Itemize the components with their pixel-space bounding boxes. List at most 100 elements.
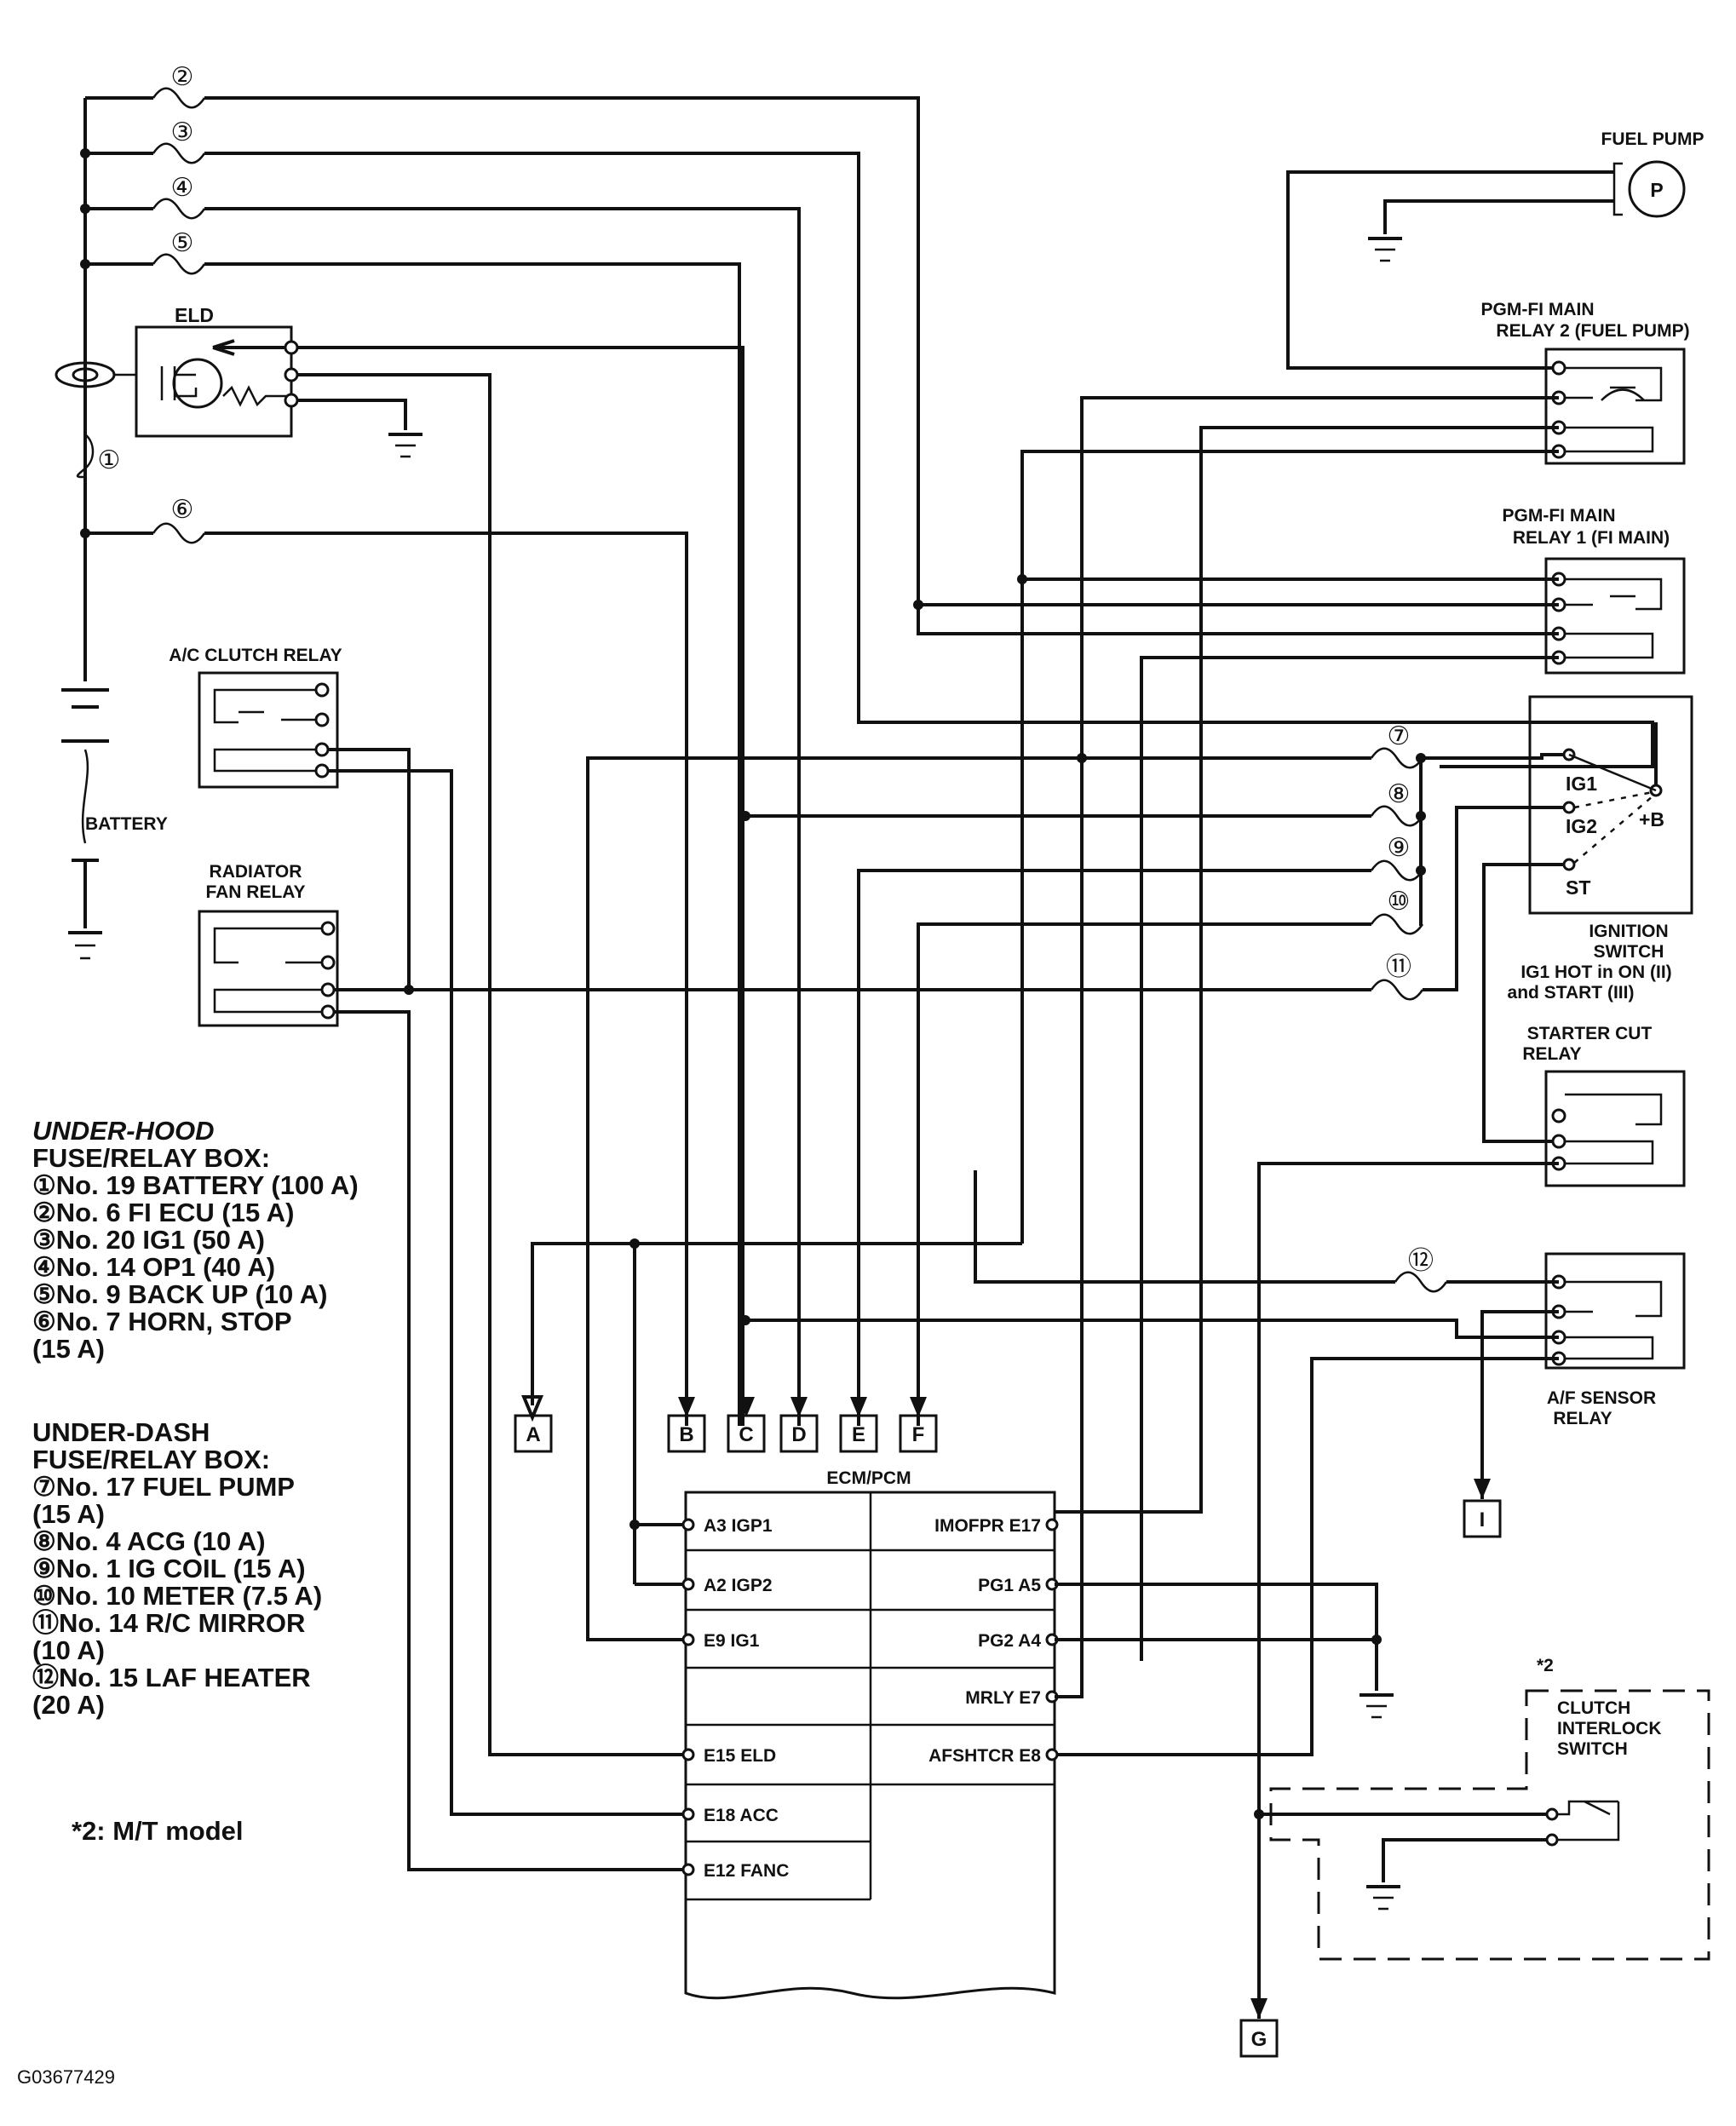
main-relay-1-line2: RELAY 1 (FI MAIN) [1513, 528, 1670, 548]
ecm-pin-mrly-e7: MRLY E7 [965, 1688, 1041, 1708]
ecm-pin-pg1-a5: PG1 A5 [978, 1576, 1041, 1595]
legend-ud-title2: FUSE/RELAY BOX: [32, 1445, 270, 1474]
main-relay-2: PGM-FI MAIN RELAY 2 (FUEL PUMP) [1020, 300, 1690, 1514]
legend-ud-item: (20 A) [32, 1690, 105, 1720]
ecm-pin-a3-igp1: A3 IGP1 [704, 1516, 773, 1536]
main-relay-2-line2: RELAY 2 (FUEL PUMP) [1496, 321, 1689, 341]
ignition-switch: IG1 IG2 ST +B IGNITION SWITCH IG1 HOT in… [1508, 695, 1693, 1003]
legend-ud-item: (10 A) [32, 1635, 105, 1665]
ign-switch-line4: and START (III) [1508, 983, 1635, 1003]
rad-relay-line1: RADIATOR [210, 862, 302, 882]
fuse-2-label: ② [171, 62, 194, 92]
connector-e: E [852, 1423, 865, 1446]
legend-ud-item: ⑦No. 17 FUEL PUMP [32, 1472, 295, 1502]
ecm-pin-e12-fanc: E12 FANC [704, 1861, 789, 1881]
fuel-pump: FUEL PUMP P [1286, 129, 1704, 370]
ecm-pin-pg2-a4: PG2 A4 [978, 1631, 1041, 1651]
eld-label: ELD [175, 304, 214, 326]
ecm-pin-e15-eld: E15 ELD [704, 1746, 776, 1766]
starter-relay-line1: STARTER CUT [1527, 1024, 1653, 1043]
legend-uh-item: ①No. 19 BATTERY (100 A) [32, 1170, 359, 1200]
legend-ud-item: ⑧No. 4 ACG (10 A) [32, 1526, 266, 1556]
legend-uh-item: ④No. 14 OP1 (40 A) [32, 1252, 275, 1282]
starter-relay-line2: RELAY [1522, 1044, 1581, 1064]
fuse-8-label: ⑧ [1388, 779, 1411, 809]
legend-uh-item: ⑥No. 7 HORN, STOP [32, 1307, 292, 1336]
ign-switch-line1: IGNITION [1589, 922, 1668, 941]
af-relay-line1: A/F SENSOR [1547, 1388, 1656, 1408]
ac-clutch-relay: A/C CLUTCH RELAY [169, 646, 686, 1816]
connector-d: D [791, 1423, 806, 1446]
fuse-4-label: ④ [171, 173, 194, 203]
clutch-interlock: *2 CLUTCH INTERLOCK SWITCH [1254, 1656, 1710, 1961]
main-relay-2-line1: PGM-FI MAIN [1481, 300, 1595, 319]
ig-fuse-lines: ⑦ ⑧ ⑨ ⑩ ⑪ [409, 721, 1564, 1641]
figure-id: G03677429 [17, 2066, 115, 2088]
eld-unit: ELD [114, 304, 744, 1756]
legend-ud-title1: UNDER-DASH [32, 1417, 210, 1447]
fuse-5-label: ⑤ [171, 228, 194, 258]
fuse-labels: ② ③ ④ ⑤ ① ⑥ [98, 62, 194, 525]
clutch-line3: SWITCH [1557, 1739, 1628, 1759]
legend-under-dash: UNDER-DASH FUSE/RELAY BOX: ⑦No. 17 FUEL … [32, 1417, 322, 1720]
fuse-6-label: ⑥ [171, 495, 194, 525]
connector-a: A [526, 1423, 540, 1446]
connector-f: F [912, 1423, 925, 1446]
connector-g: G [1251, 2028, 1268, 2051]
st-label: ST [1566, 876, 1590, 899]
main-relay-1: PGM-FI MAIN RELAY 1 (FI MAIN) [913, 506, 1686, 1661]
fuse-10-label: ⑩ [1388, 887, 1411, 916]
plus-b-label: +B [1639, 808, 1664, 830]
fuse-9-label: ⑨ [1388, 833, 1411, 863]
ecm-title: ECM/PCM [826, 1468, 911, 1488]
legend-uh-title2: FUSE/RELAY BOX: [32, 1143, 270, 1173]
legend-uh-title1: UNDER-HOOD [32, 1116, 215, 1146]
fuse-12-label: ⑫ [1408, 1246, 1434, 1276]
connector-i: I [1480, 1508, 1486, 1531]
legend-uh-item: ⑤No. 9 BACK UP (10 A) [32, 1279, 327, 1309]
legend-ud-item: (15 A) [32, 1499, 105, 1529]
legend-uh-item: (15 A) [32, 1334, 105, 1364]
ig2-label: IG2 [1566, 815, 1597, 837]
ecm-pcm: ECM/PCM A3 IGP1 A2 IGP2 E9 IG1 E15 ELD E… [681, 758, 1394, 2000]
clutch-line1: CLUTCH [1557, 1698, 1630, 1718]
clutch-line2: INTERLOCK [1557, 1719, 1662, 1738]
fuse-11-label: ⑪ [1386, 952, 1411, 982]
ecm-pin-afshtcr-e8: AFSHTCR E8 [928, 1746, 1041, 1766]
fuse-7-label: ⑦ [1388, 721, 1411, 751]
legend-ud-item: ⑨No. 1 IG COIL (15 A) [32, 1554, 306, 1583]
legend-under-hood: UNDER-HOOD FUSE/RELAY BOX: ①No. 19 BATTE… [32, 1116, 359, 1364]
fuse-3-label: ③ [171, 118, 194, 147]
ecm-pin-a2-igp2: A2 IGP2 [704, 1576, 773, 1595]
fuse-branches [80, 87, 1654, 1426]
connectors: A B C D E F G I [514, 1414, 1502, 2058]
ecm-pin-e9-ig1: E9 IG1 [704, 1631, 760, 1651]
connector-b: B [679, 1423, 693, 1446]
legend-uh-item: ②No. 6 FI ECU (15 A) [32, 1198, 294, 1227]
battery-bus [55, 98, 116, 960]
ign-switch-line2: SWITCH [1594, 942, 1664, 962]
rad-relay-line2: FAN RELAY [205, 882, 305, 902]
legend-ud-item: ⑩No. 10 METER (7.5 A) [32, 1581, 322, 1611]
ecm-pin-e18-acc: E18 ACC [704, 1806, 779, 1825]
battery-label: BATTERY [85, 814, 168, 834]
af-relay-line2: RELAY [1553, 1409, 1612, 1428]
fuel-pump-symbol: P [1650, 179, 1663, 201]
clutch-note: *2 [1537, 1656, 1554, 1675]
fuse-1-label: ① [98, 445, 121, 475]
legend-ud-item: ⑪No. 14 R/C MIRROR [32, 1608, 305, 1638]
af-sensor-relay: ⑫ A/F SENSOR RELAY [740, 1170, 1686, 1756]
fuel-pump-label: FUEL PUMP [1601, 129, 1704, 149]
ig1-label: IG1 [1566, 773, 1597, 795]
legend-uh-item: ③No. 20 IG1 (50 A) [32, 1225, 265, 1255]
starter-cut-relay: STARTER CUT RELAY [1257, 1024, 1686, 2019]
main-relay-1-line1: PGM-FI MAIN [1503, 506, 1616, 526]
legend-ud-item: ⑫No. 15 LAF HEATER [32, 1663, 311, 1692]
radiator-fan-relay: RADIATOR FAN RELAY [198, 862, 686, 1871]
connector-c: C [739, 1423, 753, 1446]
ign-switch-line3: IG1 HOT in ON (II) [1520, 962, 1671, 982]
ac-relay-label: A/C CLUTCH RELAY [169, 646, 342, 665]
mt-model-note: *2: M/T model [72, 1816, 244, 1846]
ecm-pin-imofpr-e17: IMOFPR E17 [934, 1516, 1041, 1536]
